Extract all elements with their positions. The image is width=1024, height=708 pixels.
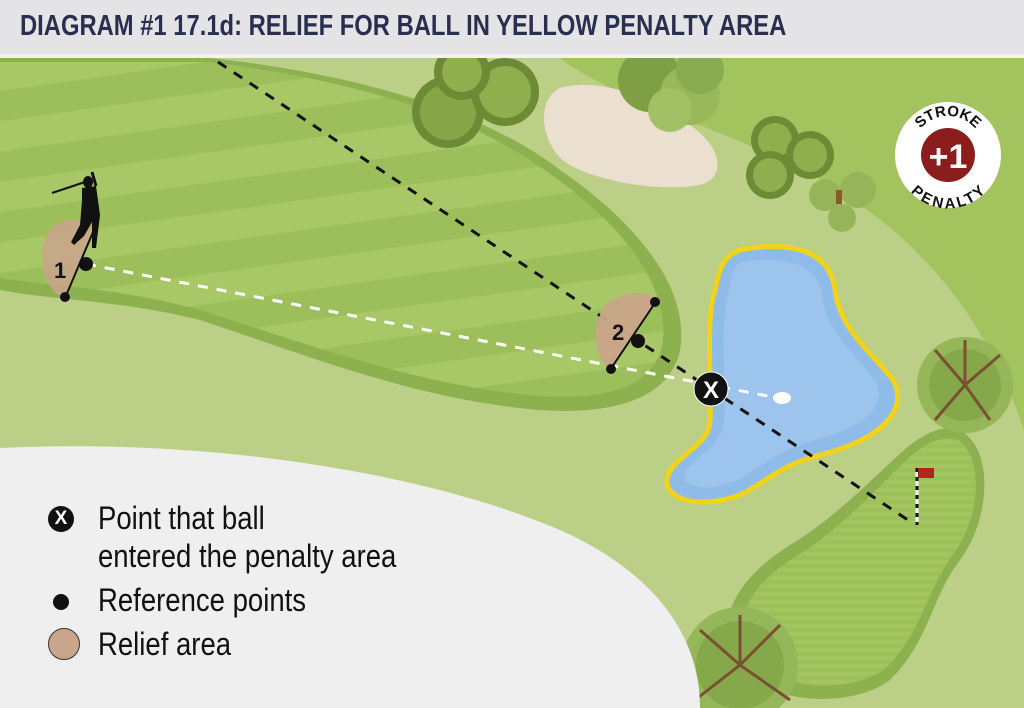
badge-center-text: +1 (929, 138, 968, 176)
course-map: 1 2 X STROK (0, 58, 1024, 708)
reference-line-dashed-black (217, 60, 909, 522)
dot-icon (53, 594, 69, 610)
golfer-silhouette-icon (51, 171, 100, 248)
legend-label: Reference points (98, 582, 307, 618)
legend-label: Point that ball (98, 500, 265, 536)
reference-line-dashed-white (85, 262, 779, 400)
ball-icon (773, 392, 791, 404)
tree-right-side (917, 337, 1013, 433)
legend-label: entered the penalty area (98, 538, 397, 574)
legend-label: Relief area (98, 626, 232, 662)
entry-point-label: X (703, 377, 719, 404)
fairway (0, 58, 682, 411)
bunker (543, 84, 718, 188)
relief-area-swatch (48, 628, 80, 660)
stroke-penalty-badge: STROKE PENALTY +1 (895, 102, 1001, 213)
tree-cluster-top-center (618, 58, 724, 132)
page-title: DIAGRAM #1 17.1d: RELIEF FOR BALL IN YEL… (20, 10, 787, 42)
tree-cluster-right (746, 116, 876, 232)
tree-bottom (682, 607, 798, 708)
tree-cluster-top-left (412, 58, 539, 148)
entry-point-marker: X (693, 371, 729, 407)
flag-icon (915, 468, 934, 525)
relief-area-1: 1 (42, 219, 97, 302)
title-bar: DIAGRAM #1 17.1d: RELIEF FOR BALL IN YEL… (0, 0, 1024, 58)
yellow-penalty-area (664, 243, 901, 505)
reference-point-2 (631, 334, 645, 348)
relief-area-2-label: 2 (612, 320, 624, 345)
legend-background (0, 446, 700, 708)
x-circle-icon: X (48, 506, 74, 532)
relief-area-1-label: 1 (54, 258, 66, 283)
reference-point-1 (79, 257, 93, 271)
relief-area-2: 2 (595, 293, 660, 374)
